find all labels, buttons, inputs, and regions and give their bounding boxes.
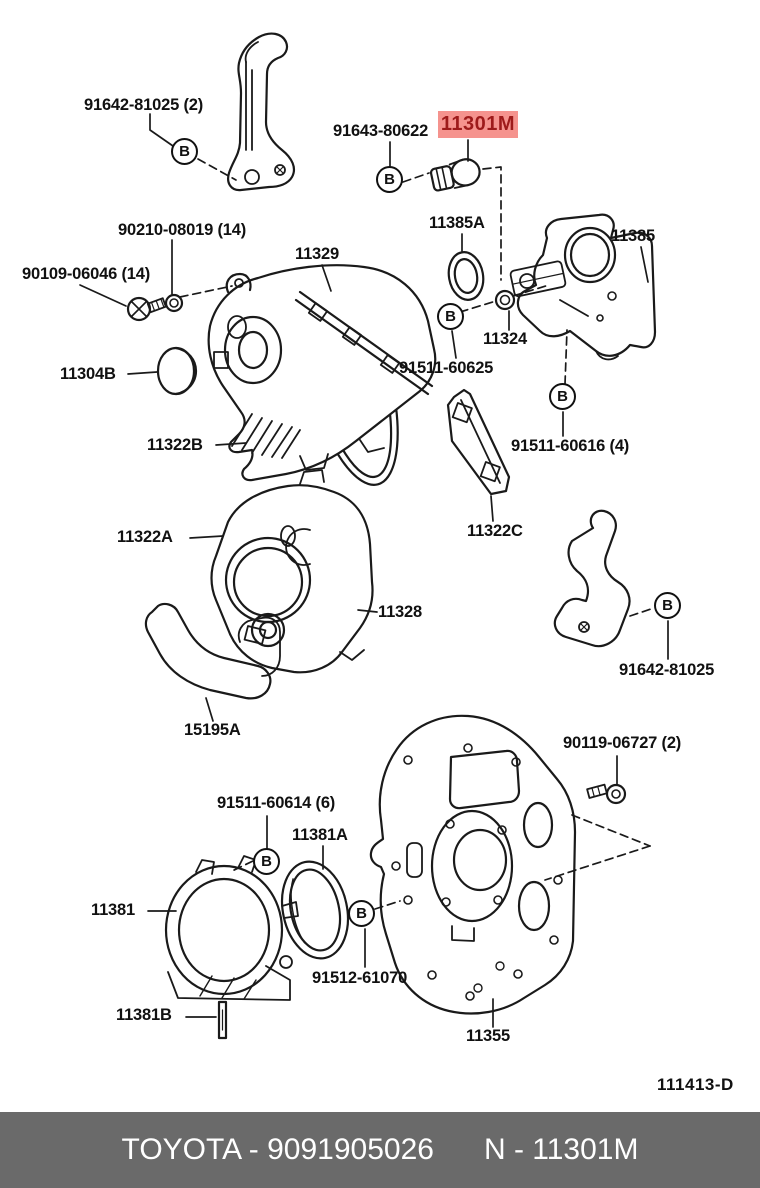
parts-diagram-canvas: [79, 32, 669, 1040]
part-label-11324[interactable]: 11324: [483, 330, 527, 348]
callout-b-91511-60625[interactable]: B: [437, 303, 464, 330]
callout-b-91642-bottom[interactable]: B: [654, 592, 681, 619]
part-label-91642-81025-bottom[interactable]: 91642-81025: [619, 661, 715, 679]
part-straight-pin-11381b: [217, 1000, 228, 1040]
part-oil-seal-11385a: [447, 251, 485, 301]
part-label-11381[interactable]: 11381: [91, 901, 135, 919]
part-label-90119-06727[interactable]: 90119-06727 (2): [563, 734, 682, 752]
part-label-11301m-highlighted[interactable]: 11301M: [438, 111, 518, 138]
part-timing-cover-lower: [210, 469, 374, 674]
part-nut-11324: [494, 289, 516, 311]
diagram-reference-code: 111413-D: [657, 1075, 734, 1094]
part-rear-oil-seal-retainer-11381: [164, 855, 299, 1001]
part-flywheel-housing-plate-11355: [369, 714, 577, 1015]
part-label-15195a[interactable]: 15195A: [184, 721, 241, 739]
part-washer-90210: [164, 293, 184, 313]
footer-brand-code: TOYOTA - 9091905026: [121, 1133, 434, 1166]
part-label-91511-60616[interactable]: 91511-60616 (4): [511, 437, 630, 455]
part-label-90210-08019[interactable]: 90210-08019 (14): [118, 221, 246, 239]
part-bracket-11322c: [446, 388, 511, 496]
part-label-90109-06046[interactable]: 90109-06046 (14): [22, 265, 150, 283]
part-bolt-90109: [126, 296, 167, 322]
callout-b-91512-61070[interactable]: B: [348, 900, 375, 927]
part-label-91642-81025-top[interactable]: 91642-81025 (2): [84, 96, 204, 114]
part-timing-gear-case-plate-11385: [509, 213, 657, 361]
part-label-11322a[interactable]: 11322A: [117, 528, 173, 546]
part-label-11355[interactable]: 11355: [466, 1027, 510, 1045]
part-label-11385a[interactable]: 11385A: [429, 214, 485, 232]
part-label-11322b[interactable]: 11322B: [147, 436, 203, 454]
part-label-11322c[interactable]: 11322C: [467, 522, 523, 540]
part-label-91511-60625[interactable]: 91511-60625: [399, 359, 494, 377]
footer-bar: TOYOTA - 9091905026 N - 11301M: [0, 1112, 760, 1188]
part-crankshaft-rear-oil-seal-11381a: [280, 860, 350, 960]
callout-b-91642-top[interactable]: B: [171, 138, 198, 165]
part-label-11304b[interactable]: 11304B: [60, 365, 116, 383]
callout-b-91511-60616[interactable]: B: [549, 383, 576, 410]
callout-b-91511-60614[interactable]: B: [253, 848, 280, 875]
assembly-dashed-lines: [179, 158, 655, 910]
part-dowel-pin-11301m: [429, 158, 481, 192]
part-timing-cover-upper: [207, 264, 437, 482]
part-label-91512-61070[interactable]: 91512-61070: [312, 969, 408, 987]
part-label-11381a[interactable]: 11381A: [292, 826, 348, 844]
part-engine-hanger-rear: [553, 509, 631, 648]
part-label-11385[interactable]: 11385: [611, 227, 655, 245]
leader-lines: [79, 113, 669, 1028]
part-bracket-15195a: [144, 602, 281, 700]
footer-part-code: N - 11301M: [483, 1133, 639, 1166]
part-label-91643-80622[interactable]: 91643-80622: [333, 122, 429, 140]
part-label-91511-60614[interactable]: 91511-60614 (6): [217, 794, 336, 812]
part-camshaft-plug-11304b: [156, 346, 198, 396]
part-label-11381b[interactable]: 11381B: [116, 1006, 172, 1024]
part-engine-hanger-front: [227, 32, 296, 192]
part-label-11329[interactable]: 11329: [295, 245, 339, 263]
part-bolt-90119: [586, 783, 627, 805]
part-label-11328[interactable]: 11328: [378, 603, 422, 621]
callout-b-91643[interactable]: B: [376, 166, 403, 193]
